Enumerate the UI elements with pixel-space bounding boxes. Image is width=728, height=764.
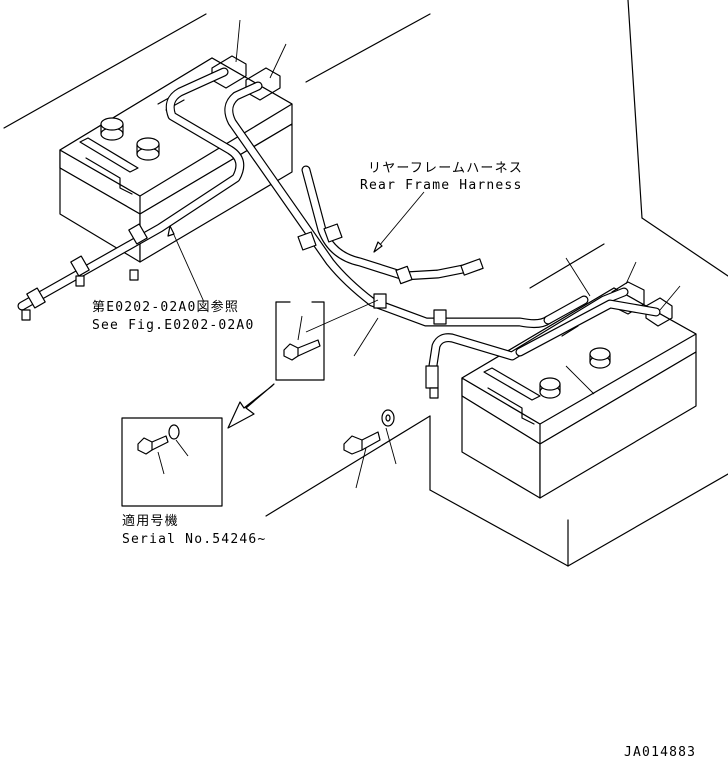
detail-box-large [121, 417, 223, 507]
rear-harness-label-en: Rear Frame Harness [360, 178, 522, 193]
serial-label-jp: 適用号機 [122, 513, 179, 529]
right-bolt-washer [343, 409, 395, 455]
see-fig-label-jp: 第E0202-02A0図参照 [92, 299, 239, 315]
detail-arrow [227, 383, 275, 429]
see-fig-label-en: See Fig.E0202-02A0 [92, 318, 254, 333]
leader-lines [157, 19, 681, 489]
serial-label-en: Serial No.54246~ [122, 532, 266, 547]
right-battery-cables [425, 287, 661, 399]
left-battery-cables [17, 67, 553, 329]
text-labels: リヤーフレームハーネス Rear Frame Harness 第E0202-02… [92, 161, 696, 760]
rear-harness-label-jp: リヤーフレームハーネス [368, 161, 523, 176]
detail-box-small [275, 301, 325, 381]
rear-frame-harness [297, 165, 484, 325]
frame-lines [3, 0, 728, 567]
right-battery [461, 281, 697, 499]
drawing-id: JA014883 [624, 745, 696, 760]
